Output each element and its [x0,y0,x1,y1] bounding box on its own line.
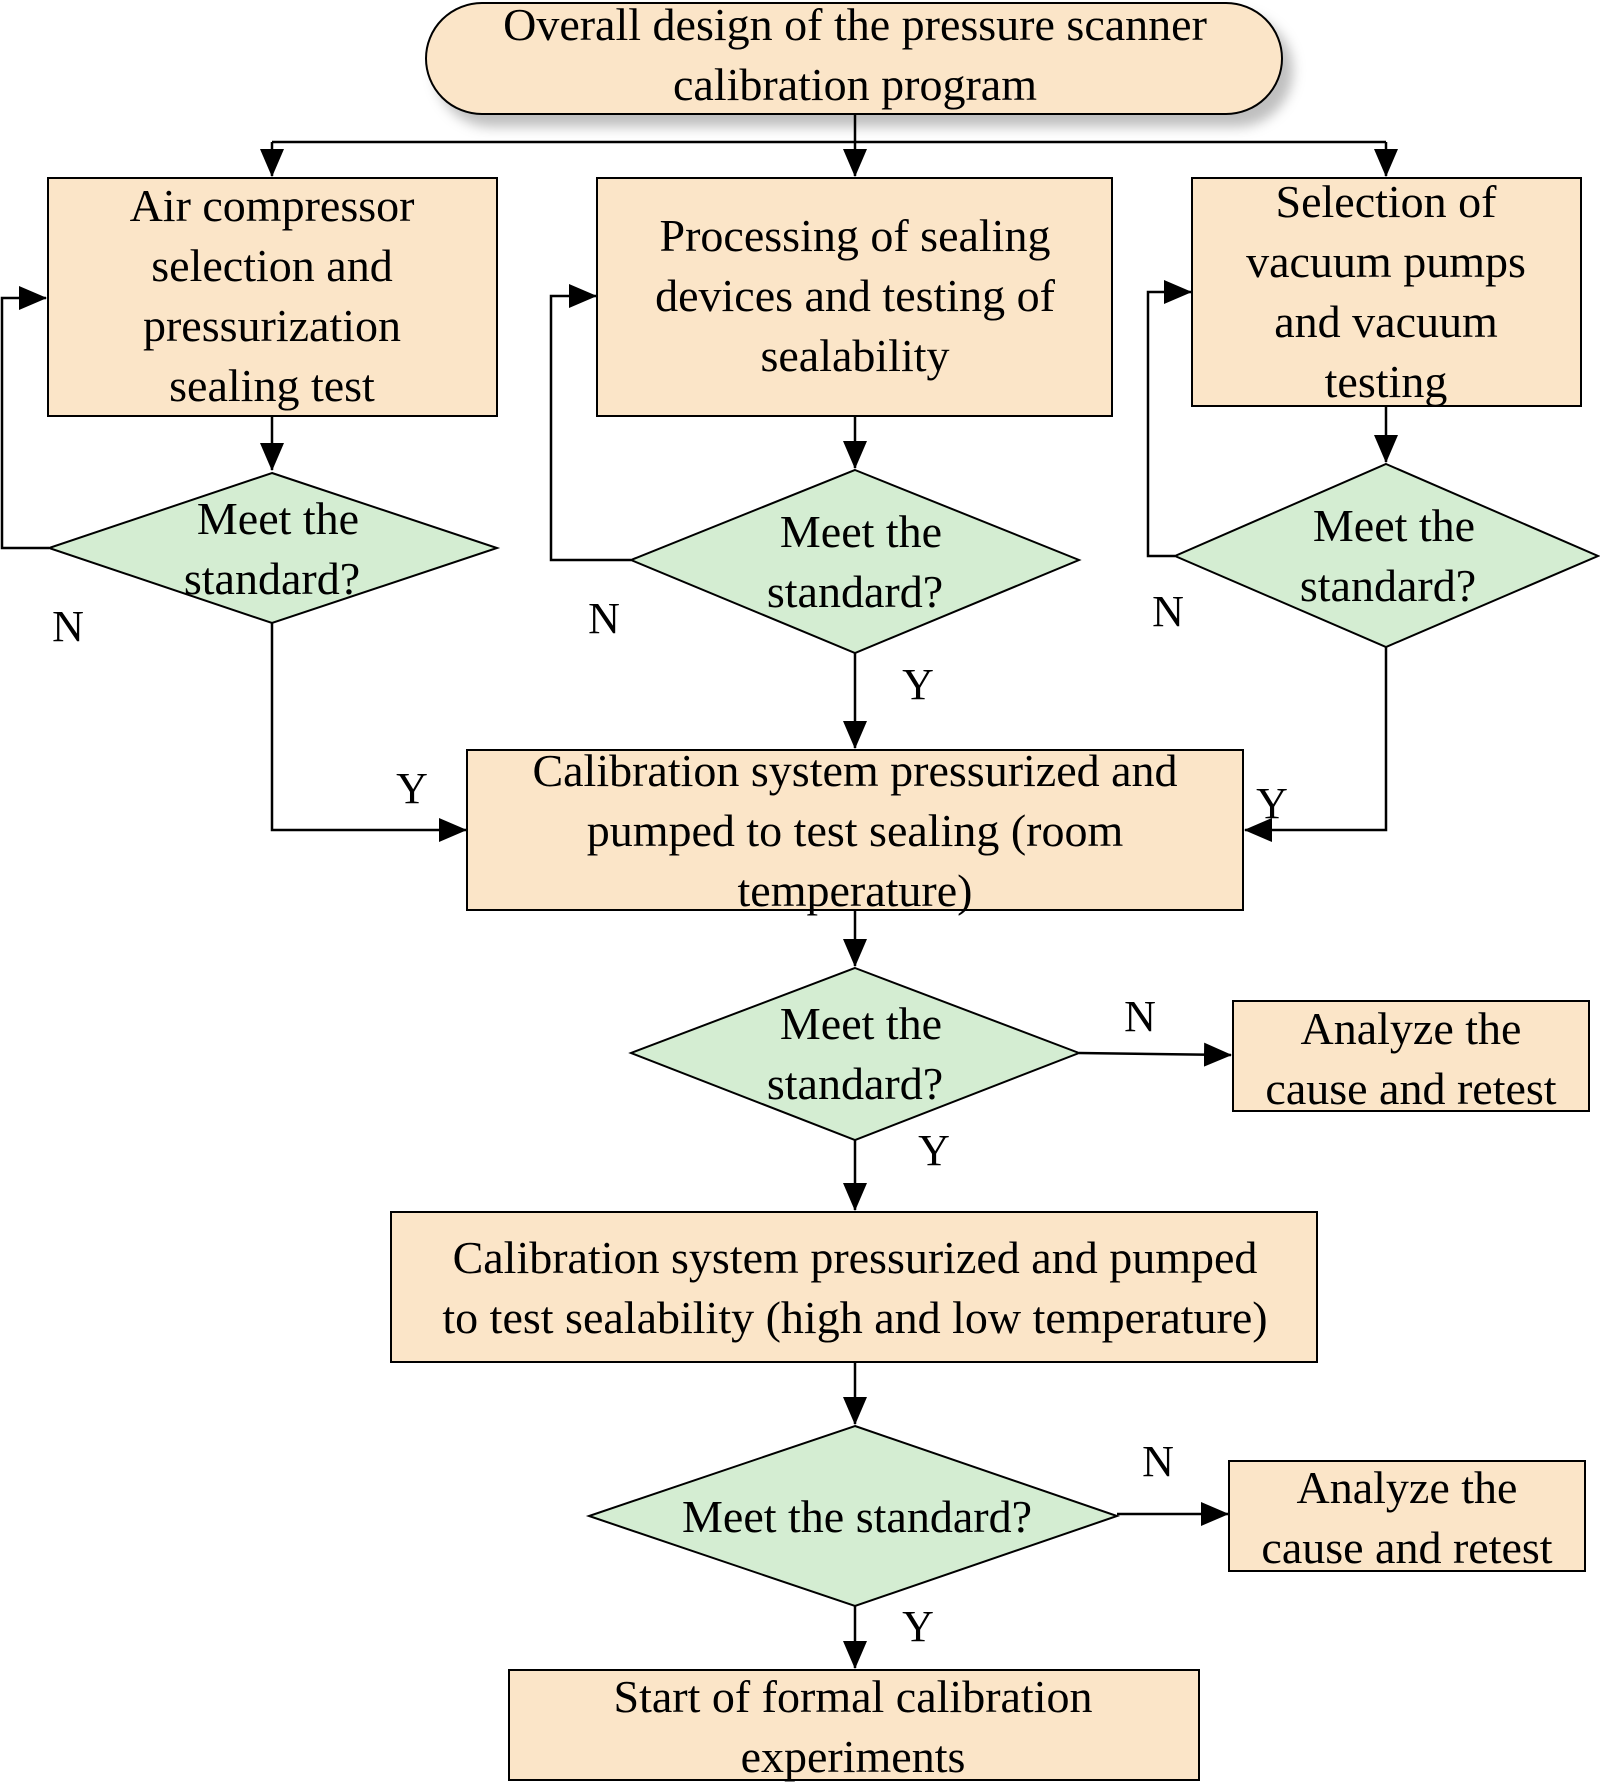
air-compressor-line-3: pressurization [143,300,401,351]
sealing-devices-box: Processing of sealing devices and testin… [596,177,1113,417]
label-n-d5: N [1142,1437,1174,1486]
sealing-devices-line-2: devices and testing of [655,270,1056,321]
analyze-2-line-2: cause and retest [1261,1522,1552,1573]
high-low-line-1: Calibration system pressurized and pumpe… [453,1232,1258,1283]
room-temp-line-3: temperature) [738,865,973,916]
sealing-devices-line-1: Processing of sealing [660,210,1051,261]
room-temp-line-1: Calibration system pressurized and [532,745,1177,796]
arrow-d4-no [1078,1042,1232,1067]
decision-4-line-2: standard? [767,1058,943,1109]
arrow-d1-yes [270,623,467,842]
air-compressor-line-4: sealing test [169,360,375,411]
air-compressor-line-1: Air compressor [130,180,415,231]
label-y-d1: Y [396,764,428,813]
vacuum-pumps-line-1: Selection of [1276,176,1498,227]
vacuum-pumps-line-2: vacuum pumps [1246,236,1526,287]
air-compressor-line-2: selection and [151,240,392,291]
final-box: Start of formal calibration experiments [508,1669,1200,1782]
decision-3-line-1: Meet the [1313,500,1475,551]
label-y-d4: Y [918,1126,950,1175]
sealing-devices-line-3: sealability [760,330,949,381]
label-n-d3: N [1152,587,1184,636]
analyze-1-line-1: Analyze the [1301,1003,1522,1054]
decision-4: Meet the standard? [628,966,1082,1142]
decision-5: Meet the standard? [585,1424,1121,1608]
analyze-2-line-1: Analyze the [1297,1462,1518,1513]
label-y-d3: Y [1256,779,1288,828]
loop-n-d1 [0,286,49,550]
analyze-box-1: Analyze the cause and retest [1232,1000,1590,1114]
label-n-d2: N [588,594,620,643]
arrow-d3-yes [1244,647,1388,842]
room-temp-line-2: pumped to test sealing (room [587,805,1124,856]
vacuum-pumps-line-3: and vacuum [1274,296,1498,347]
high-low-temp-test-box: Calibration system pressurized and pumpe… [390,1211,1318,1363]
decision-2-line-2: standard? [767,566,943,617]
connectors [0,114,1398,1669]
decision-1-line-1: Meet the [197,493,359,544]
decision-1: Meet the standard? [45,471,501,625]
branch-labels: N N N Y Y Y N Y N Y [52,587,1288,1651]
start-node: Overall design of the pressure scanner c… [425,0,1283,115]
high-low-line-2: to test sealability (high and low temper… [442,1292,1267,1343]
start-node-line-1: Overall design of the pressure scanner [503,0,1207,50]
decision-2-line-1: Meet the [780,506,942,557]
decision-3: Meet the standard? [1172,462,1600,649]
decision-1-line-2: standard? [184,553,360,604]
decision-5-line-1: Meet the standard? [682,1491,1032,1542]
decision-3-line-2: standard? [1300,560,1476,611]
label-n-d4: N [1124,992,1156,1041]
vacuum-pumps-box: Selection of vacuum pumps and vacuum tes… [1191,176,1582,407]
loop-n-d3 [1146,280,1192,558]
room-temp-test-box: Calibration system pressurized and pumpe… [466,745,1244,916]
label-y-d5: Y [902,1602,934,1651]
analyze-box-2: Analyze the cause and retest [1228,1460,1586,1573]
decision-2: Meet the standard? [628,468,1082,655]
final-line-1: Start of formal calibration [613,1671,1092,1722]
final-line-2: experiments [741,1731,966,1782]
label-n-d1: N [52,602,84,651]
air-compressor-box: Air compressor selection and pressurizat… [47,177,498,417]
label-y-d2: Y [902,660,934,709]
loop-n-d2 [549,284,631,562]
analyze-1-line-2: cause and retest [1265,1063,1556,1114]
vacuum-pumps-line-4: testing [1325,356,1448,407]
start-node-line-2: calibration program [673,59,1037,110]
decision-4-line-1: Meet the [780,998,942,1049]
